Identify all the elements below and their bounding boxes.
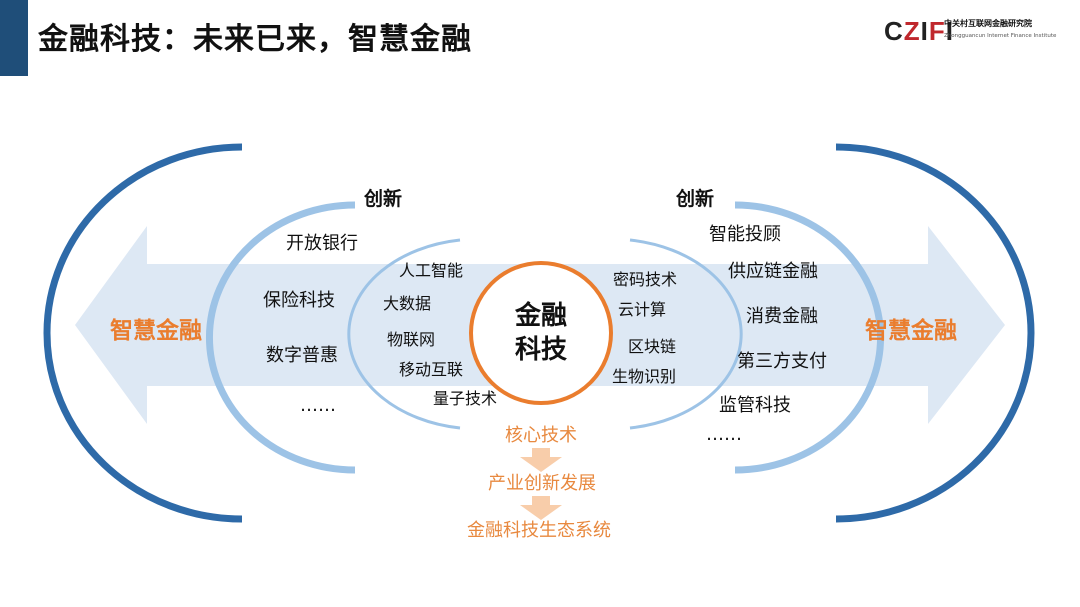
- right-innovation-item: 监管科技: [719, 395, 791, 416]
- right-tech-item: 云计算: [618, 300, 667, 319]
- left-tech-item: 人工智能: [399, 261, 464, 280]
- right-innovation-item: 第三方支付: [737, 351, 827, 372]
- left-innovation-heading: 创新: [364, 188, 403, 210]
- left-smart-finance-label: 智慧金融: [110, 318, 202, 344]
- flow-arrow-1: [520, 448, 562, 472]
- right-innovation-item: ……: [706, 424, 742, 445]
- right-smart-finance-label: 智慧金融: [865, 318, 957, 344]
- core-label: 金融 科技: [509, 299, 573, 367]
- left-tech-item: 移动互联: [399, 360, 464, 379]
- logo-english-name: Zhongguancun Internet Finance Institute: [944, 33, 1057, 39]
- logo-chinese-name: 中关村互联网金融研究院: [944, 19, 1032, 28]
- core-ring: [469, 261, 613, 405]
- left-innovation-item: 开放银行: [286, 233, 358, 254]
- left-tech-item: 量子技术: [433, 389, 498, 408]
- logo-mark: CZIFI: [884, 16, 955, 46]
- right-tech-item: 生物识别: [612, 367, 677, 386]
- core-label-line-1: 金融: [514, 301, 567, 331]
- right-innovation-item: 智能投顾: [709, 224, 781, 245]
- outer-arc-right: [835, 143, 1035, 523]
- flow-arrow-2: [520, 496, 562, 520]
- inner-arc-right: [734, 201, 885, 474]
- left-innovation-item: ……: [300, 395, 336, 416]
- inner-arc-left: [205, 201, 356, 474]
- right-tech-item: 密码技术: [613, 270, 678, 289]
- accent-bar: [0, 0, 28, 76]
- chain-core-technology: 核心技术: [505, 425, 577, 446]
- institute-logo: CZIFI 中关村互联网金融研究院 Zhongguancun Internet …: [884, 14, 1064, 48]
- tech-arc-left: [347, 238, 461, 430]
- left-innovation-item: 数字普惠: [266, 345, 338, 366]
- left-tech-item: 物联网: [387, 330, 436, 349]
- right-innovation-item: 供应链金融: [728, 261, 818, 282]
- right-tech-item: 区块链: [628, 337, 677, 356]
- right-innovation-heading: 创新: [676, 188, 715, 210]
- page-title: 金融科技：未来已来，智慧金融: [38, 22, 472, 57]
- right-innovation-item: 消费金融: [746, 306, 818, 327]
- outer-arc-left: [43, 143, 243, 523]
- left-innovation-item: 保险科技: [263, 290, 335, 311]
- chain-fintech-ecosystem: 金融科技生态系统: [467, 520, 611, 541]
- chain-industry-innovation: 产业创新发展: [488, 473, 596, 494]
- left-tech-item: 大数据: [383, 294, 432, 313]
- tech-arc-right: [629, 238, 743, 430]
- core-label-line-2: 科技: [514, 335, 567, 365]
